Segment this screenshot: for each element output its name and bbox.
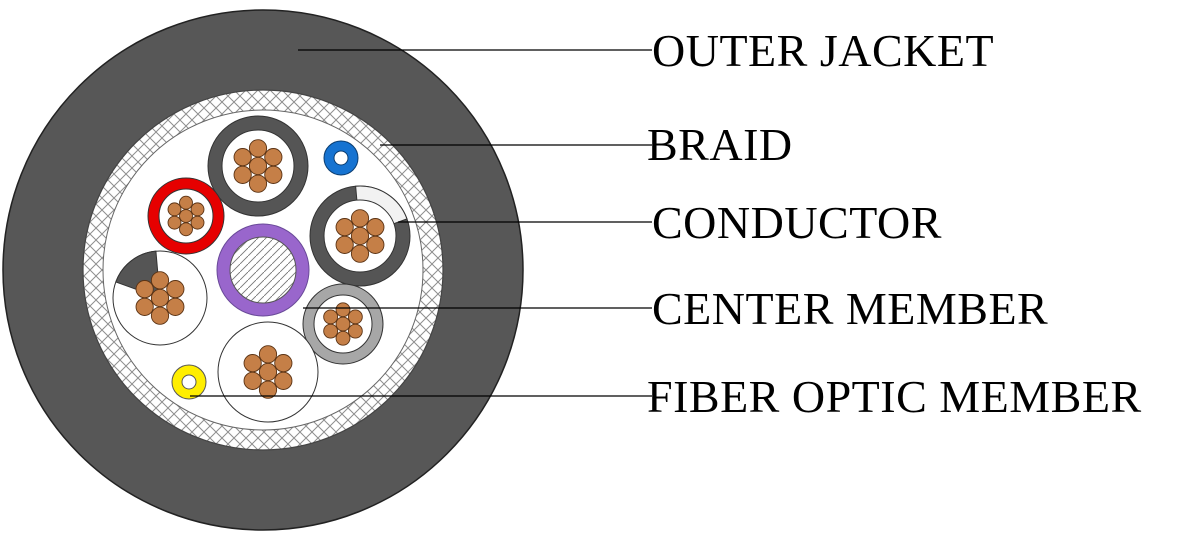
copper-strand	[347, 309, 363, 325]
copper-strand	[166, 297, 185, 316]
copper-strand	[258, 362, 278, 382]
copper-strand	[150, 271, 170, 290]
conductor-bottom	[217, 321, 319, 423]
copper-strand	[135, 297, 154, 316]
conductor-group	[112, 115, 411, 423]
copper-strand	[233, 148, 252, 167]
copper-strand	[167, 215, 182, 230]
copper-strand	[258, 380, 278, 399]
copper-strand	[179, 209, 193, 223]
copper-strand	[274, 354, 293, 373]
copper-strand	[190, 202, 205, 217]
copper-strand	[335, 330, 351, 346]
conductor-gray	[302, 283, 384, 365]
copper-strand	[150, 288, 170, 308]
copper-strand	[350, 209, 370, 228]
copper-strand	[243, 371, 262, 390]
copper-strand	[150, 306, 170, 325]
copper-strand	[323, 309, 339, 325]
copper-strand	[335, 235, 354, 254]
copper-strand	[179, 222, 193, 237]
copper-strand	[323, 323, 339, 339]
copper-strand	[335, 316, 351, 332]
copper-strand	[347, 323, 363, 339]
copper-strand	[366, 235, 385, 254]
label-center-member: CENTER MEMBER	[652, 283, 1048, 334]
label-fiber-optic-member: FIBER OPTIC MEMBER	[647, 371, 1142, 422]
copper-strand	[248, 139, 268, 158]
copper-strand	[135, 280, 154, 299]
copper-strand	[264, 165, 283, 184]
copper-strand	[366, 218, 385, 237]
conductor-left	[112, 250, 208, 346]
copper-strand	[274, 371, 293, 390]
copper-strand	[166, 280, 185, 299]
label-conductor: CONDUCTOR	[652, 197, 942, 248]
fiber-optic-member-blue	[323, 140, 359, 176]
copper-strand	[335, 218, 354, 237]
copper-strand	[350, 244, 370, 263]
fiber-optic-member-yellow	[171, 364, 207, 400]
label-braid: BRAID	[647, 119, 793, 170]
copper-strand	[258, 345, 278, 364]
copper-strand	[248, 156, 268, 176]
copper-strand	[264, 148, 283, 167]
copper-strand	[179, 195, 193, 210]
copper-strand	[190, 215, 205, 230]
copper-strand	[248, 174, 268, 193]
copper-strand	[167, 202, 182, 217]
label-outer-jacket: OUTER JACKET	[652, 25, 994, 76]
center-member-core	[229, 236, 297, 304]
copper-strand	[350, 226, 370, 246]
conductor-top	[207, 115, 309, 217]
copper-strand	[243, 354, 262, 373]
copper-strand	[335, 302, 351, 318]
copper-strand	[233, 165, 252, 184]
conductor-right	[309, 185, 411, 287]
conductor-red	[147, 177, 225, 255]
